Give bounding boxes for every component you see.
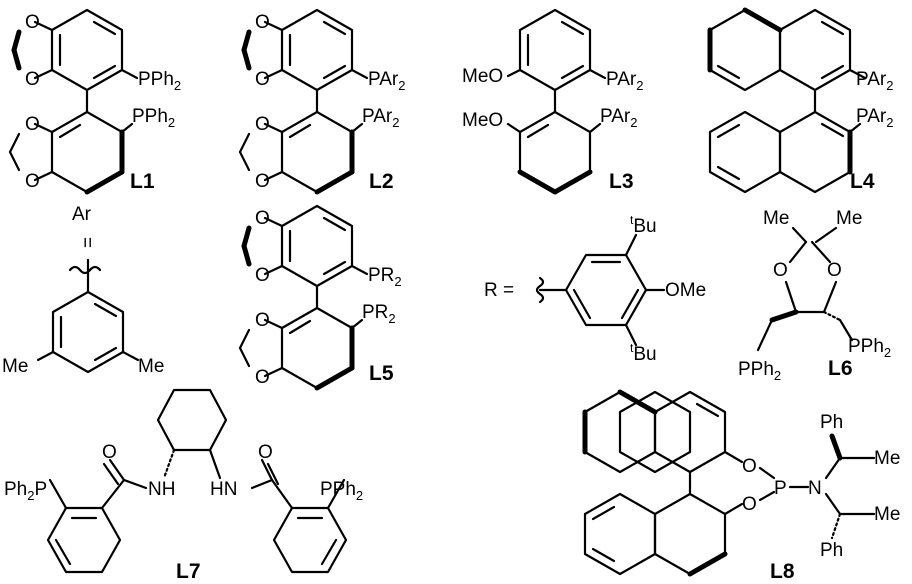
pph2-label: PPh2 xyxy=(738,359,781,383)
pph2-label: PPh2 xyxy=(320,479,363,503)
hn-label: HN xyxy=(210,479,237,500)
meo-label: MeO xyxy=(462,66,503,87)
ome-label: OMe xyxy=(665,280,706,301)
atom-o: O xyxy=(773,260,788,281)
ph-label: Ph xyxy=(820,412,843,433)
compound-id-l3: L3 xyxy=(609,170,634,193)
atom-o: O xyxy=(255,114,270,135)
me-label: Me xyxy=(874,504,900,525)
atom-o: O xyxy=(255,265,270,286)
structure-L1: O O O O PPh2 PPh2 L1 xyxy=(10,10,181,193)
me-label: Me xyxy=(874,448,900,469)
r-equals-label: R = xyxy=(484,280,514,301)
pr2-label: PR2 xyxy=(368,265,402,289)
atom-p: P xyxy=(774,478,787,499)
par2-label: PAr2 xyxy=(600,106,638,130)
structure-r-definition: R = tBu OMe tBu xyxy=(484,213,706,365)
atom-o: O xyxy=(255,69,270,90)
me-label: Me xyxy=(138,356,164,377)
tbu-label: tBu xyxy=(630,213,657,237)
atom-o: O xyxy=(25,171,40,192)
atom-o: O xyxy=(25,12,40,33)
atom-o: O xyxy=(827,260,842,281)
structure-L7: NH HN O Ph2P O PPh2 L7 xyxy=(4,388,363,583)
structure-L8: O O P N Ph Me Me Ph L8 xyxy=(582,389,900,583)
meo-label: MeO xyxy=(462,110,503,131)
atom-o: O xyxy=(742,456,757,477)
atom-o: O xyxy=(255,12,270,33)
me-label: Me xyxy=(763,208,789,229)
structure-L2: O O O O PAr2 PAr2 L2 xyxy=(240,10,406,193)
atom-o: O xyxy=(255,208,270,229)
structure-L3: MeO MeO PAr2 PAr2 L3 xyxy=(462,8,644,195)
atom-o: O xyxy=(102,442,117,463)
compound-id-l1: L1 xyxy=(130,170,155,193)
nh-label: NH xyxy=(148,479,175,500)
pph2-label: PPh2 xyxy=(132,106,175,130)
atom-o: O xyxy=(742,494,757,515)
pph2-label: PPh2 xyxy=(848,336,891,360)
structure-L4: PAr2 PAr2 L4 xyxy=(707,7,894,194)
atom-o: O xyxy=(255,171,270,192)
atom-o: O xyxy=(25,69,40,90)
tbu-label: tBu xyxy=(630,341,657,365)
compound-id-l7: L7 xyxy=(176,560,201,583)
par2-label: PAr2 xyxy=(856,69,894,93)
equals-sign: = xyxy=(76,237,97,248)
par2-label: PAr2 xyxy=(362,106,400,130)
compound-id-l2: L2 xyxy=(369,170,394,193)
par2-label: PAr2 xyxy=(368,69,406,93)
pr2-label: PR2 xyxy=(362,302,396,326)
structure-L5: O O O O PR2 PR2 L5 xyxy=(240,206,402,388)
me-label: Me xyxy=(2,356,28,377)
atom-o: O xyxy=(258,442,273,463)
ar-label: Ar xyxy=(72,204,92,225)
compound-id-l6: L6 xyxy=(828,357,853,380)
structure-ar-definition: Ar = Me Me xyxy=(2,204,164,377)
ph2p-label: Ph2P xyxy=(4,479,47,503)
atom-n: N xyxy=(808,478,822,499)
compound-id-l8: L8 xyxy=(770,560,795,583)
ph-label: Ph xyxy=(820,540,843,561)
me-label: Me xyxy=(836,208,862,229)
par2-label: PAr2 xyxy=(606,69,644,93)
structure-L6: Me Me O O PPh2 PPh2 L6 xyxy=(738,208,891,383)
par2-label: PAr2 xyxy=(856,106,894,130)
compound-id-l5: L5 xyxy=(369,362,394,385)
compound-id-l4: L4 xyxy=(850,170,875,193)
atom-o: O xyxy=(255,367,270,388)
atom-o: O xyxy=(25,114,40,135)
pph2-label: PPh2 xyxy=(138,69,181,93)
atom-o: O xyxy=(255,310,270,331)
